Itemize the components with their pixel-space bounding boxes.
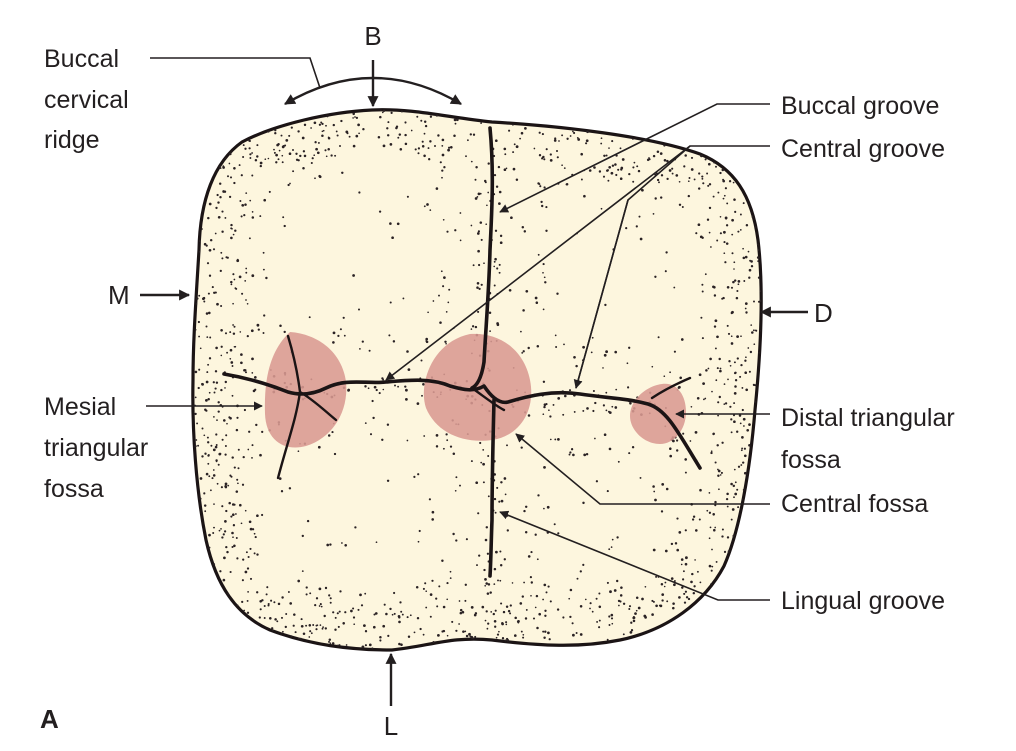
mesial-triangular-fossa-label: Mesial triangular fossa bbox=[44, 393, 155, 503]
mesial-direction-label: M bbox=[108, 280, 130, 310]
buccal-groove-label: Buccal groove bbox=[781, 92, 939, 120]
distal-direction-label: D bbox=[814, 298, 833, 328]
buccal-direction-label: B bbox=[364, 21, 381, 51]
central-fossa-leader bbox=[515, 433, 770, 505]
central-fossa-branch bbox=[470, 386, 506, 412]
leader-lines bbox=[146, 57, 770, 601]
lingual-groove-leader bbox=[499, 510, 770, 601]
grooves bbox=[222, 126, 702, 578]
central-groove-label: Central groove bbox=[781, 135, 945, 163]
mesial-triangular-fossa-shape bbox=[264, 332, 347, 448]
direction-arrows bbox=[140, 60, 808, 706]
buccal-cervical-ridge-label: Buccal cervical ridge bbox=[44, 45, 136, 154]
distal-fossa-branch bbox=[650, 376, 692, 400]
buccal-groove-leader bbox=[499, 103, 770, 213]
central-groove-leader-mid bbox=[575, 199, 629, 389]
central-fossa-label: Central fossa bbox=[781, 490, 928, 518]
distal-triangular-fossa-label: Distal triangular fossa bbox=[781, 404, 962, 474]
panel-label: A bbox=[40, 704, 59, 734]
labels: Buccal cervical ridge Buccal groove Cent… bbox=[40, 21, 962, 741]
buccal-cervical-ridge-leader bbox=[150, 57, 321, 89]
lingual-groove-line bbox=[488, 398, 496, 578]
lingual-groove-label: Lingual groove bbox=[781, 587, 945, 615]
buccal-groove-line bbox=[470, 126, 495, 390]
lingual-direction-label: L bbox=[384, 711, 398, 741]
distal-triangular-fossa-shape bbox=[630, 383, 686, 444]
mesial-fossa-branch bbox=[298, 390, 338, 422]
buccal-cervical-ridge-arc bbox=[284, 76, 462, 106]
